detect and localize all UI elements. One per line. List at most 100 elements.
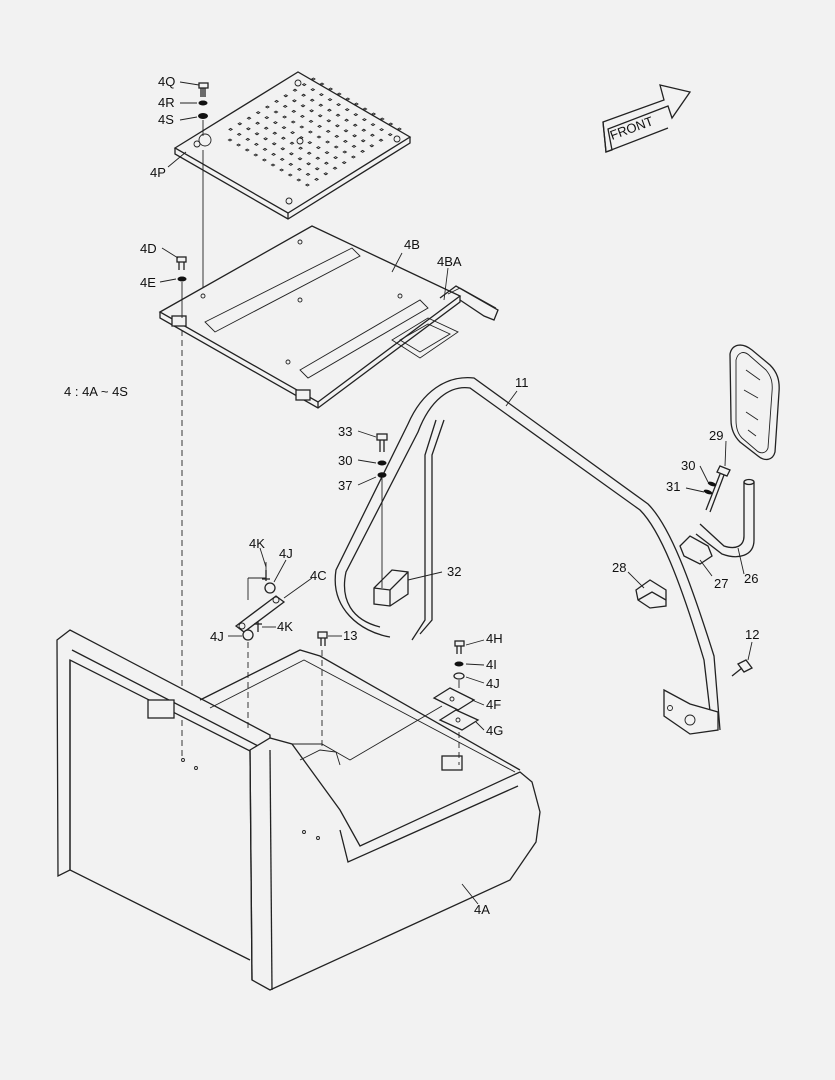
perforation-hole (342, 150, 348, 154)
clamp-27 (679, 535, 713, 565)
perforation-hole (244, 148, 250, 152)
washer-4J-top (264, 582, 276, 594)
callout-4K-bottom: 4K (277, 619, 293, 634)
callout-4C: 4C (310, 568, 327, 583)
perforation-hole (290, 131, 296, 135)
bolt-29 (705, 465, 731, 513)
callout-4B: 4B (404, 237, 420, 252)
perforation-hole (290, 120, 296, 124)
perforation-hole (342, 139, 348, 143)
perforation-hole (263, 126, 269, 130)
perforation-hole (227, 138, 233, 142)
perforation-hole (317, 114, 323, 118)
washer-4J-bottom (242, 629, 254, 641)
washer-4R (198, 100, 208, 106)
perforation-hole (396, 127, 402, 131)
perforation-hole (306, 162, 312, 166)
bracket-block-32 (373, 569, 409, 607)
callout-30: 30 (338, 453, 352, 468)
perforation-hole (335, 113, 341, 117)
perforation-hole (352, 123, 358, 127)
perforation-hole (325, 129, 331, 133)
washer-4I (454, 661, 464, 667)
callout-4Q: 4Q (158, 74, 175, 89)
perforation-hole (323, 172, 329, 176)
perforation-hole (323, 161, 329, 165)
perforation-hole (254, 132, 260, 136)
seat-frame-4A (56, 629, 541, 991)
perforation-hole (305, 172, 311, 176)
callout-labels: 4Q 4R 4S 4P 4D 4E 4B 4BA 11 4 : 4A ~ 4S … (64, 74, 759, 917)
perforation-hole (289, 141, 295, 145)
perforation-hole (334, 134, 340, 138)
perforation-hole (353, 102, 359, 106)
perforation-hole (271, 152, 277, 156)
perforation-hole (334, 124, 340, 128)
perforation-hole (264, 105, 270, 109)
perforation-hole (306, 151, 312, 155)
perforation-hole (371, 112, 377, 116)
callout-4BA: 4BA (437, 254, 462, 269)
perforation-hole (292, 88, 298, 92)
seat-cover-4B (158, 225, 499, 409)
perforation-hole (310, 77, 316, 81)
washer-4E (177, 276, 187, 282)
perforation-hole (387, 133, 393, 137)
perforation-hole (283, 94, 289, 98)
perforation-hole (253, 142, 259, 146)
callout-12: 12 (745, 627, 759, 642)
perforation-hole (296, 178, 302, 182)
perforation-hole (228, 127, 234, 131)
perforation-hole (273, 110, 279, 114)
mirror-arm-26 (695, 478, 755, 558)
perforation-hole (255, 121, 261, 125)
perforation-hole (274, 99, 280, 103)
leader-lines (159, 81, 753, 905)
perforation-hole (379, 117, 385, 121)
callout-13: 13 (343, 628, 357, 643)
callout-4J-right: 4J (486, 676, 500, 691)
callout-4A: 4A (474, 902, 490, 917)
perforation-hole (351, 144, 357, 148)
perforation-hole (345, 97, 351, 101)
perforation-hole (361, 128, 367, 132)
washer-31 (703, 489, 713, 495)
perforation-hole (370, 123, 376, 127)
perforation-hole (301, 83, 307, 87)
callout-4R: 4R (158, 95, 175, 110)
plate-4F (432, 687, 476, 711)
perforation-hole (298, 146, 304, 150)
callout-31: 31 (666, 479, 680, 494)
perforation-hole (270, 163, 276, 167)
grab-handle-11 (334, 377, 721, 735)
perforation-hole (341, 161, 347, 165)
callout-30-right: 30 (681, 458, 695, 473)
perforation-hole (307, 141, 313, 145)
perforation-hole (326, 108, 332, 112)
perforation-hole (308, 119, 314, 123)
callout-26: 26 (744, 571, 758, 586)
perforation-hole (369, 133, 375, 137)
perforation-hole (319, 82, 325, 86)
callout-37: 37 (338, 478, 352, 493)
perforation-hole (316, 135, 322, 139)
perforation-hole (360, 139, 366, 143)
bolt-4Q (198, 82, 209, 97)
perforation-hole (336, 103, 342, 107)
callout-29: 29 (709, 428, 723, 443)
bolt-4D (176, 256, 187, 270)
callout-4H: 4H (486, 631, 503, 646)
note-range: 4 : 4A ~ 4S (64, 384, 128, 399)
perforation-hole (378, 138, 384, 142)
perforation-hole (291, 99, 297, 103)
callout-27: 27 (714, 576, 728, 591)
perforation-hole (263, 137, 269, 141)
perforation-hole (272, 121, 278, 125)
callout-4S: 4S (158, 112, 174, 127)
perforation-hole (296, 167, 302, 171)
perforation-hole (333, 145, 339, 149)
washer-4S (198, 113, 208, 119)
perforation-hole (307, 130, 313, 134)
perforation-hole (280, 147, 286, 151)
